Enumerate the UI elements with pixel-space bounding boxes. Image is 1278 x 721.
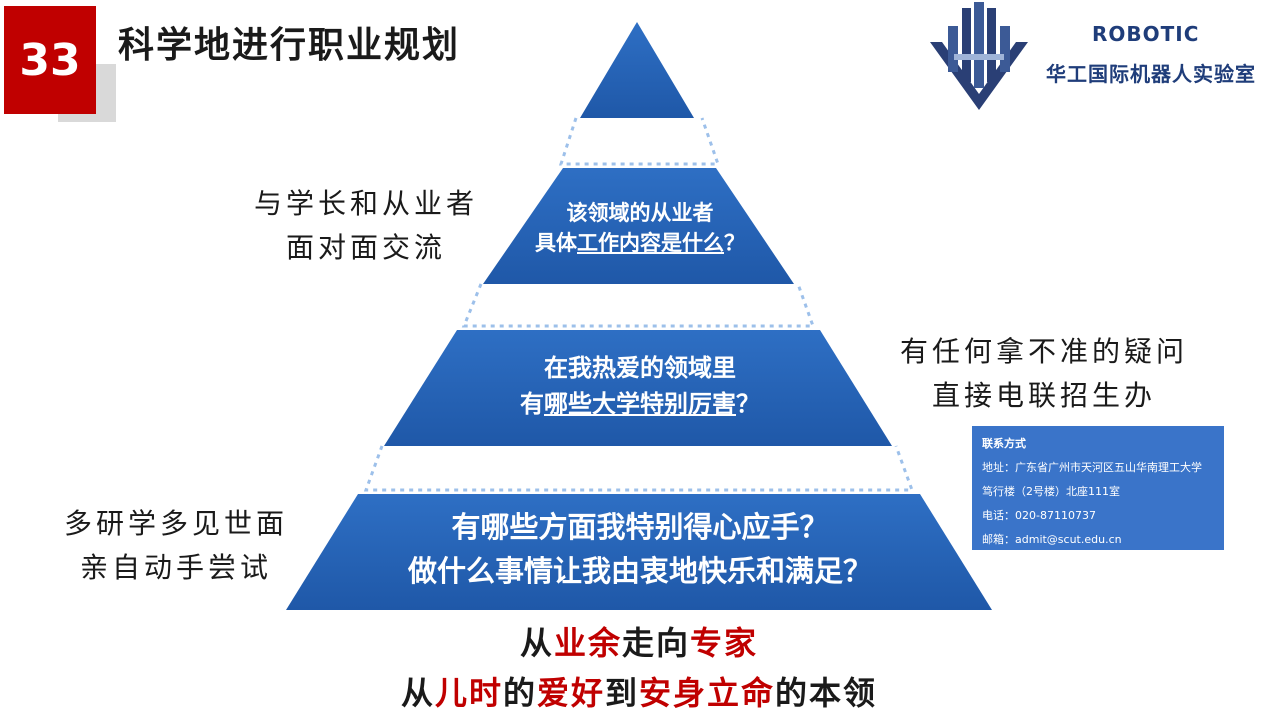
logo-subtitle: 华工国际机器人实验室 [1046, 62, 1256, 86]
tier2-line2: 具体工作内容是什么？ [535, 231, 745, 255]
contact-email: 邮箱：admit@scut.edu.cn [982, 533, 1122, 546]
lab-logo-icon [930, 2, 1028, 110]
tier4-line1: 有哪些方面我特别得心应手？ [451, 510, 829, 544]
tier4-line2: 做什么事情让我由衷地快乐和满足？ [407, 554, 872, 588]
pyramid-tier-3 [384, 330, 892, 446]
bottom-slogan: 从业余走向专家 从儿时的爱好到安身立命的本领 [0, 618, 1278, 718]
contact-phone: 电话：020-87110737 [982, 509, 1096, 522]
pyramid-gap-2 [461, 283, 816, 328]
pyramid-diagram [286, 22, 992, 610]
logo-name: ROBOTIC [1092, 22, 1200, 46]
tier3-line1: 在我热爱的领域里 [544, 354, 736, 382]
contact-box: 联系方式 地址：广东省广州市天河区五山华南理工大学 笃行楼（2号楼）北座111室… [972, 426, 1224, 550]
pyramid-gap-3 [363, 445, 915, 492]
contact-address-1: 地址：广东省广州市天河区五山华南理工大学 [982, 461, 1202, 474]
side-note-middle: 有任何拿不准的疑问直接电联招生办 [899, 335, 1188, 412]
contact-address-2: 笃行楼（2号楼）北座111室 [982, 485, 1120, 498]
tier3-line2: 有哪些大学特别厉害？ [520, 390, 760, 418]
pyramid-tier-1 [580, 22, 694, 118]
slide-title: 科学地进行职业规划 [118, 25, 461, 66]
side-note-top: 与学长和从业者面对面交流 [253, 187, 478, 264]
contact-heading: 联系方式 [982, 437, 1026, 450]
tier4-text: 有哪些方面我特别得心应手？ 做什么事情让我由衷地快乐和满足？ [310, 505, 970, 593]
side-note-bottom: 多研学多见世面亲自动手尝试 [63, 507, 288, 584]
pyramid-tier-4 [286, 494, 992, 610]
slogan-line2: 从儿时的爱好到安身立命的本领 [400, 674, 878, 712]
slogan-line1: 从业余走向专家 [519, 624, 759, 662]
pyramid-tier-2 [483, 168, 794, 284]
tier2-line1: 该领域的从业者 [566, 201, 714, 225]
tier2-text: 该领域的从业者 具体工作内容是什么？ [500, 198, 780, 258]
pyramid-gap-1 [558, 117, 721, 166]
slide-number: 33 [4, 6, 96, 114]
tier3-text: 在我热爱的领域里 有哪些大学特别厉害？ [420, 350, 860, 422]
